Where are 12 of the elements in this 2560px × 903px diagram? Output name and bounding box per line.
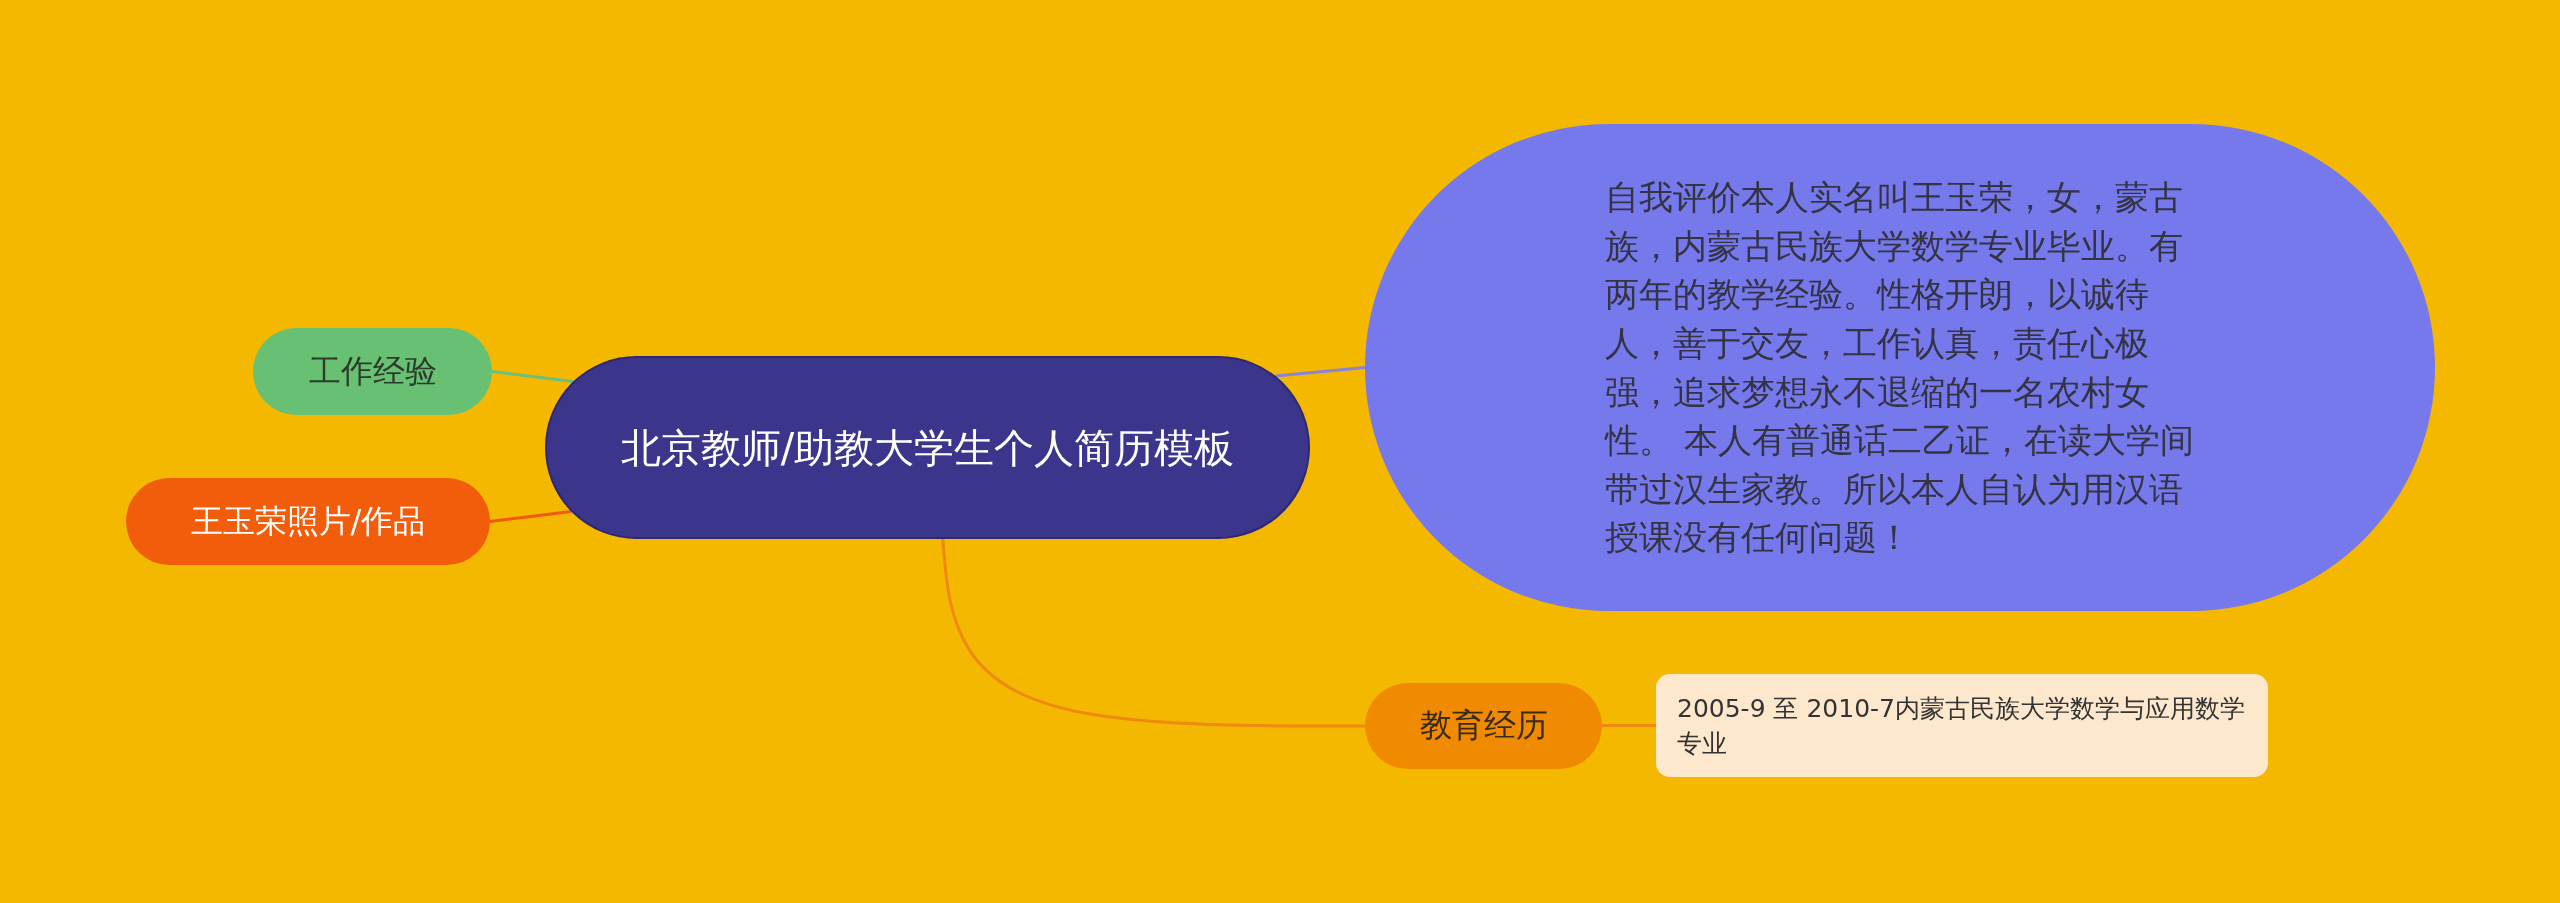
node-text: 2005-9 至 2010-7内蒙古民族大学数学与应用数学专业 xyxy=(1677,692,2246,760)
connector-line xyxy=(491,370,574,383)
node-text: 自我评价本人实名叫王玉荣，女，蒙古族，内蒙古民族大学数学专业毕业。有两年的教学经验。性格开朗，以诚待人，善于交友，工作认真，责任心极强，追求梦想永不退缩的一名农村女性。 本人有普通话二乙证，在读大学间带过汉生家教。所以本人自认为用汉语授课没有任何问题！ xyxy=(1605,176,2195,560)
connector-line xyxy=(1602,724,1656,727)
connector-line xyxy=(489,510,572,523)
connector-line xyxy=(941,538,1365,728)
node-text: 王玉荣照片/作品 xyxy=(190,500,426,542)
node-text: 工作经验 xyxy=(308,350,437,392)
connector-line xyxy=(1275,366,1366,378)
node-text: 北京教师/助教大学生个人简历模板 xyxy=(619,423,1236,473)
node-text: 教育经历 xyxy=(1419,705,1548,747)
detail-card xyxy=(1656,674,2268,777)
